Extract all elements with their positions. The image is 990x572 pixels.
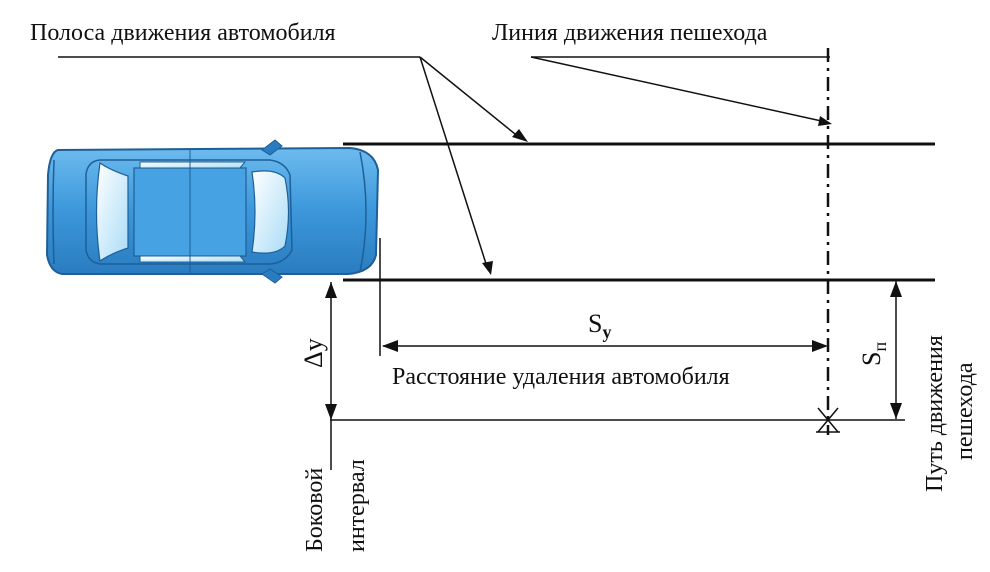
sy-arrowhead-right xyxy=(812,340,828,352)
distance-caption: Расстояние удаления автомобиля xyxy=(392,364,730,390)
lane-title: Полоса движения автомобиля xyxy=(30,20,336,46)
lane-pointer-1 xyxy=(419,56,521,139)
pedestrian-pointer-arrowhead xyxy=(818,116,832,126)
sy-label-main: S xyxy=(588,309,602,338)
pedestrian-marker-icon xyxy=(816,407,840,433)
sy-arrowhead-left xyxy=(382,340,398,352)
side-interval-label-line1: Боковой xyxy=(302,468,328,552)
car-icon xyxy=(45,139,380,284)
pedestrian-path-label-line1: Путь движения xyxy=(922,335,948,492)
delta-y-arrowhead-top xyxy=(325,282,337,298)
sp-arrowhead-top xyxy=(890,281,902,297)
delta-y-label: Δу xyxy=(299,338,328,368)
pedestrian-line-title: Линия движения пешехода xyxy=(492,20,768,46)
delta-y-arrowhead-bottom xyxy=(325,404,337,420)
lane-pointer-2 xyxy=(419,56,489,271)
side-interval-label-line2: интервал xyxy=(344,459,370,552)
pedestrian-pointer xyxy=(530,56,827,123)
lane-pointer-1-arrowhead xyxy=(512,129,528,142)
pedestrian-path-label-line2: пешехода xyxy=(952,362,978,460)
lane-pointer-2-arrowhead xyxy=(482,261,493,275)
sp-label-sub: п xyxy=(870,342,890,352)
sp-arrowhead-bottom xyxy=(890,403,902,419)
sy-label-sub: у xyxy=(602,322,611,342)
sp-label-main: S xyxy=(857,352,886,366)
sp-label: Sп xyxy=(857,342,890,366)
sy-label: Sу xyxy=(588,309,611,342)
